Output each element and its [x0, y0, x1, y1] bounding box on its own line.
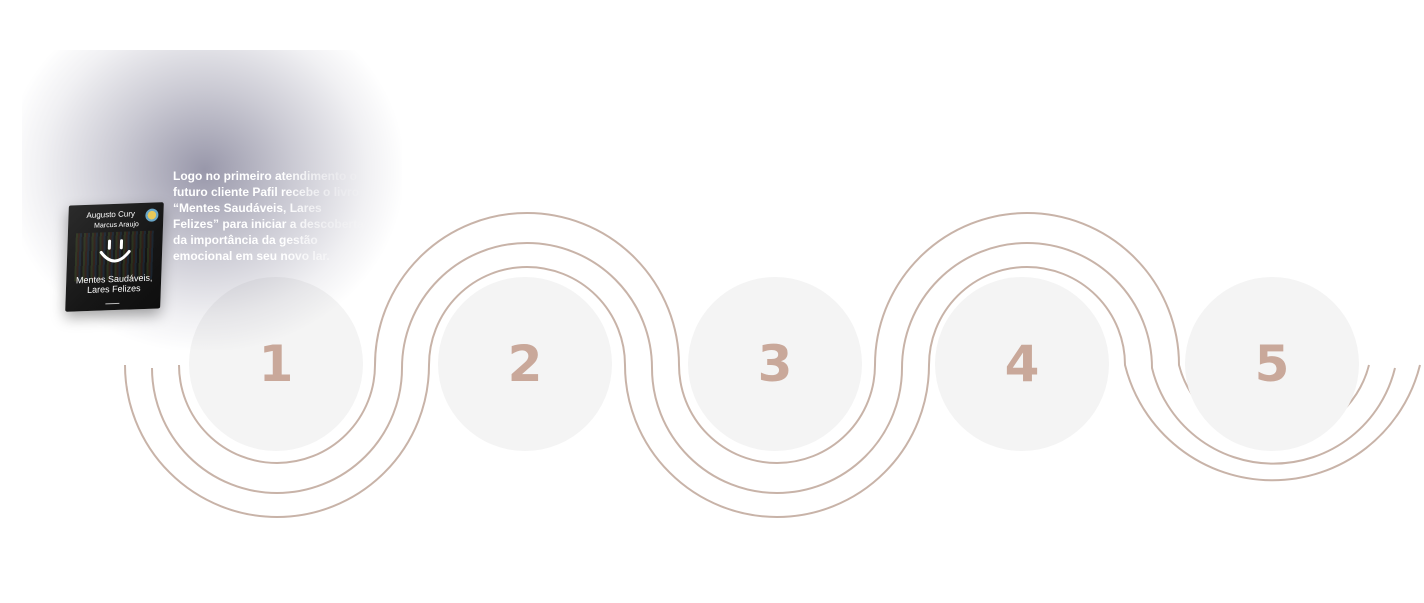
step-5-button[interactable]: 5 [1185, 277, 1359, 451]
wave-line-middle [151, 242, 1396, 494]
book-author-1: Augusto Cury [86, 209, 136, 220]
step-4-number: 4 [1004, 335, 1040, 393]
step-3-button[interactable]: 3 [688, 277, 862, 451]
publisher-logo-icon [105, 297, 120, 305]
step-2-number: 2 [507, 335, 543, 393]
book-author-2: Marcus Araujo [93, 221, 139, 230]
book-seal-icon [145, 208, 159, 222]
step-5-number: 5 [1254, 335, 1290, 393]
wave-line-inner [178, 212, 1370, 464]
step-1-number: 1 [258, 335, 294, 393]
description-line: futuro cliente Pafil recebe o livro [173, 185, 360, 199]
wave-line-outer [124, 266, 1421, 518]
description-line: “Mentes Saudáveis, Lares [173, 201, 322, 215]
step-2-button[interactable]: 2 [438, 277, 612, 451]
step-4-button[interactable]: 4 [935, 277, 1109, 451]
step-3-number: 3 [757, 335, 793, 393]
description-line: da importância da gestão [173, 233, 318, 247]
description-line: Felizes” para iniciar a descoberta [173, 217, 364, 231]
book-cover-image[interactable]: Augusto Cury Marcus Araujo Mentes Saudáv… [65, 202, 164, 312]
step-description: Logo no primeiro atendimento o futuro cl… [173, 168, 373, 264]
description-line: Logo no primeiro atendimento o [173, 169, 357, 183]
smiley-face-icon [99, 239, 131, 263]
description-line: emocional em seu novo lar. [173, 249, 330, 263]
step-1-button[interactable]: 1 [189, 277, 363, 451]
book-title: Mentes Saudáveis, Lares Felizes [72, 273, 157, 296]
